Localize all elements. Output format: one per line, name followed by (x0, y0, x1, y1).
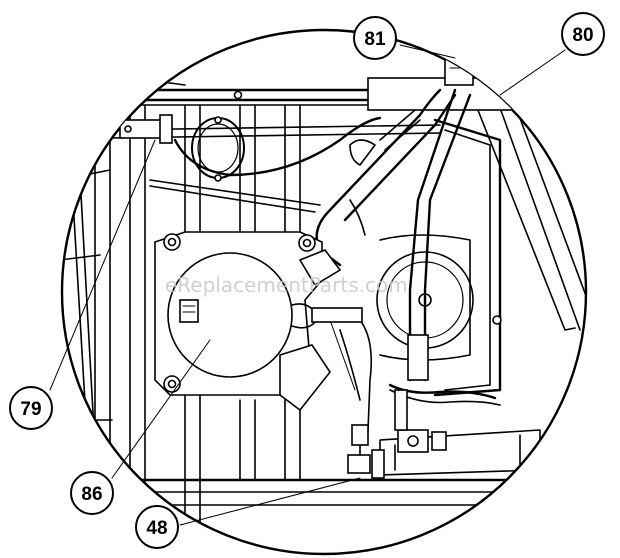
callout-80: 80 (561, 12, 605, 56)
callout-label: 86 (81, 484, 102, 505)
capacitor (191, 116, 245, 182)
pressure-switch (119, 114, 173, 144)
unit-interior (62, 30, 586, 554)
callout-79: 79 (9, 386, 53, 430)
callout-48: 48 (135, 505, 179, 549)
callout-label: 80 (572, 25, 593, 46)
refrigerant-tubing (315, 88, 472, 382)
top-bracket (444, 44, 474, 86)
mounting-bracket-plate (367, 77, 519, 111)
service-valves (347, 389, 447, 479)
compressor (154, 231, 363, 412)
detail-view-circle (60, 28, 588, 556)
callout-label: 48 (146, 518, 167, 539)
callout-86: 86 (70, 471, 114, 515)
callout-81: 81 (353, 16, 397, 60)
wiring-harness (173, 116, 501, 431)
watermark-text: eReplacementParts.com (165, 273, 408, 297)
sensing-tube (149, 179, 321, 213)
callout-label: 81 (364, 29, 386, 50)
callout-label: 79 (20, 399, 41, 420)
fan-shroud (376, 118, 502, 397)
leader-lines (49, 44, 566, 526)
